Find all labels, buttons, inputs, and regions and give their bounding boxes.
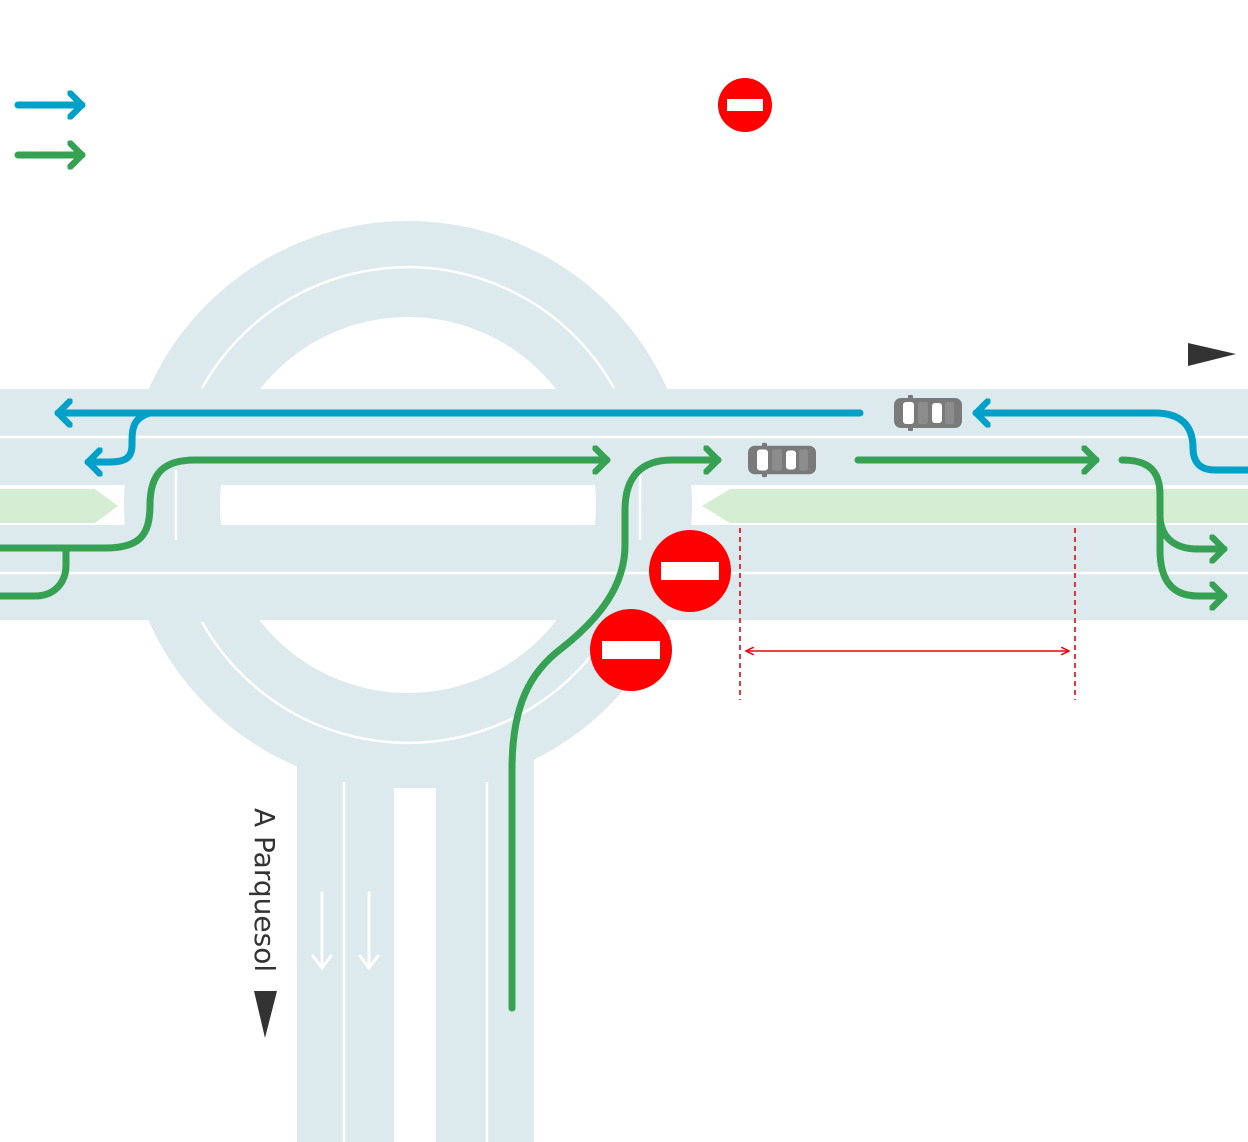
south-pointer-triangle-icon [254,991,277,1038]
car-icon [748,442,816,478]
road-network [0,221,1248,1142]
median-strips [0,489,1248,523]
distance-bracket [739,528,1076,700]
lane-arrow-down-icon [311,891,380,971]
green-route-south-entry [508,460,722,1012]
green-route-west-entry [0,460,611,552]
blue-route-exit-left [84,409,154,462]
route-green [0,456,1228,1012]
green-route-east-split-lower [1156,516,1228,596]
route-blue [54,409,1248,474]
green-route-east-split-upper [1118,456,1228,549]
blue-route-merge-in [972,413,1248,474]
legend-no-entry-icon [718,78,772,132]
car-icon [894,395,962,431]
south-destination-label: A Parquesol [248,808,281,972]
green-route-west-lower [0,544,70,600]
roundabout-ring [124,221,692,789]
east-pointer-triangle-icon [1188,343,1236,366]
median-west [0,489,118,523]
south-road-median [394,788,436,1142]
median-east [702,489,1248,523]
south-destination: A Parquesol [248,808,281,1038]
legend [14,78,772,155]
no-entry-sign-icon [649,530,731,612]
no-entry-sign-icon [590,609,672,691]
